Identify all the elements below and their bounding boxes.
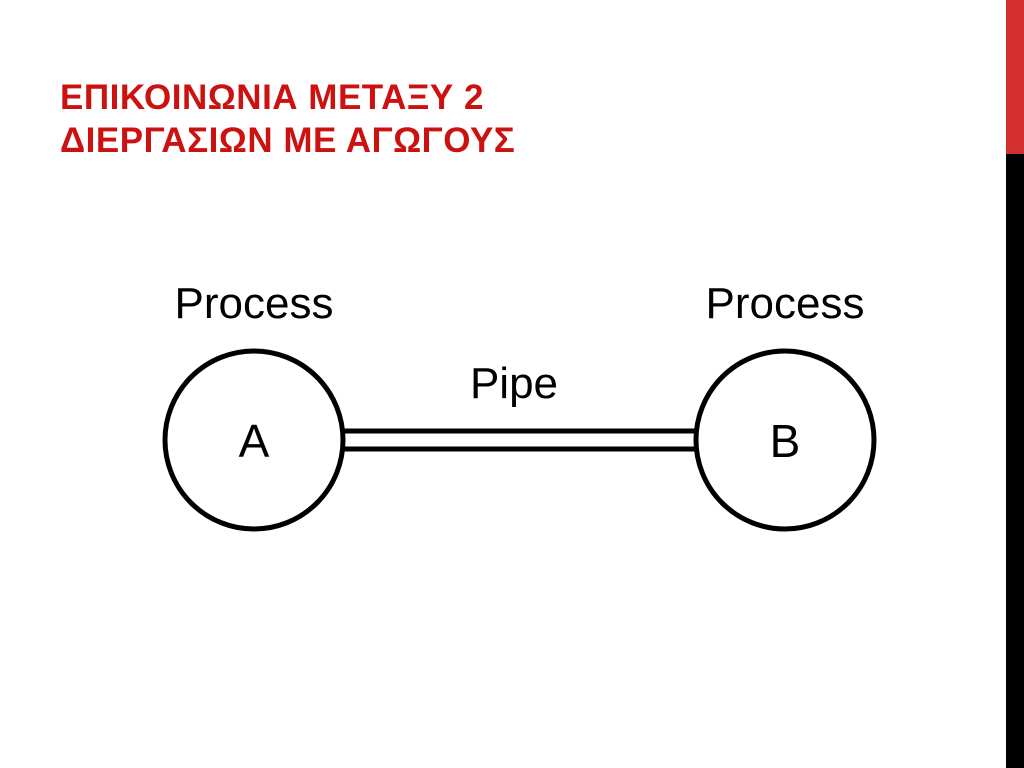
process-a-label: Process <box>175 279 334 328</box>
process-a-letter: A <box>239 415 270 467</box>
pipe-label: Pipe <box>470 359 558 408</box>
process-a-node <box>162 348 346 532</box>
process-b-letter: B <box>770 415 801 467</box>
side-band-red <box>1006 0 1024 154</box>
slide-title-line-1: ΕΠΙΚΟΙΝΩΝΙΑ ΜΕΤΑΞΥ 2 <box>60 78 484 117</box>
process-b-label: Process <box>706 279 865 328</box>
side-accent-band <box>1006 0 1024 768</box>
slide-title-line-2: ΔΙΕΡΓΑΣΙΩΝ ΜΕ ΑΓΩΓΟΥΣ <box>60 121 516 160</box>
process-b-node <box>693 348 877 532</box>
side-band-black <box>1006 154 1024 768</box>
slide-title: ΕΠΙΚΟΙΝΩΝΙΑ ΜΕΤΑΞΥ 2 ΔΙΕΡΓΑΣΙΩΝ ΜΕ ΑΓΩΓΟ… <box>60 76 960 162</box>
pipe-diagram: Process Process Pipe A B <box>162 279 877 532</box>
